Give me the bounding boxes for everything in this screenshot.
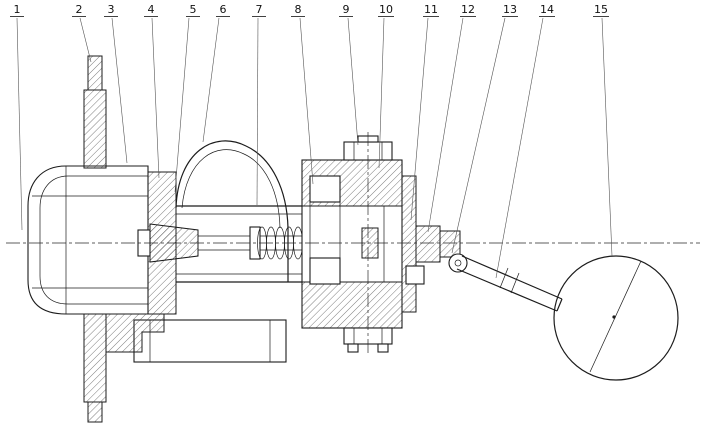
callout-6-leader [202,17,220,143]
callout-1: 1 [10,3,24,231]
callout-3-label: 3 [108,3,115,16]
valve-body [301,159,403,329]
callout-7-leader [256,17,259,206]
callout-11-leader [410,17,429,221]
callout-3-leader [111,17,128,164]
callouts: 1 2 3 4 5 6 7 [10,3,613,279]
callout-9-leader [347,17,359,146]
callout-13-leader [451,17,506,254]
callout-6: 6 [202,3,230,143]
callout-5: 5 [174,3,200,193]
callout-10-label: 10 [379,3,393,16]
callout-4-leader [151,17,160,179]
callout-8-leader [299,17,314,185]
callout-4-label: 4 [148,3,155,16]
mounting-flange-plate [83,55,107,423]
callout-15: 15 [593,3,613,257]
callout-9-label: 9 [343,3,350,16]
motor-housing [27,165,149,315]
callout-3: 3 [104,3,128,164]
callout-12-leader [427,17,464,233]
callout-14: 14 [495,3,555,279]
callout-14-leader [495,17,544,279]
callout-8-label: 8 [295,3,302,16]
callout-10: 10 [378,3,394,169]
callout-2: 2 [72,3,92,63]
outlet-gland [401,175,461,313]
callout-8: 8 [291,3,314,185]
callout-11-label: 11 [424,3,438,16]
callout-7-label: 7 [256,3,263,16]
callout-7: 7 [252,3,266,206]
float-ball [553,255,679,381]
callout-5-label: 5 [190,3,197,16]
float-center-mark [612,315,616,319]
callout-2-label: 2 [76,3,83,16]
callout-15-leader [601,17,613,257]
callout-9: 9 [339,3,359,146]
callout-15-label: 15 [594,3,608,16]
callout-13-label: 13 [503,3,517,16]
callout-13: 13 [451,3,518,254]
callout-6-label: 6 [220,3,227,16]
callout-1-leader [16,17,23,231]
callout-10-leader [378,17,385,169]
callout-12-label: 12 [461,3,475,16]
callout-14-label: 14 [540,3,554,16]
callout-11: 11 [410,3,439,221]
float-lever-rod [456,255,563,312]
callout-1-label: 1 [14,3,21,16]
callout-12: 12 [427,3,476,233]
callout-2-leader [79,17,92,63]
callout-5-leader [174,17,190,193]
lever-pivot [448,253,468,273]
callout-4: 4 [144,3,160,179]
